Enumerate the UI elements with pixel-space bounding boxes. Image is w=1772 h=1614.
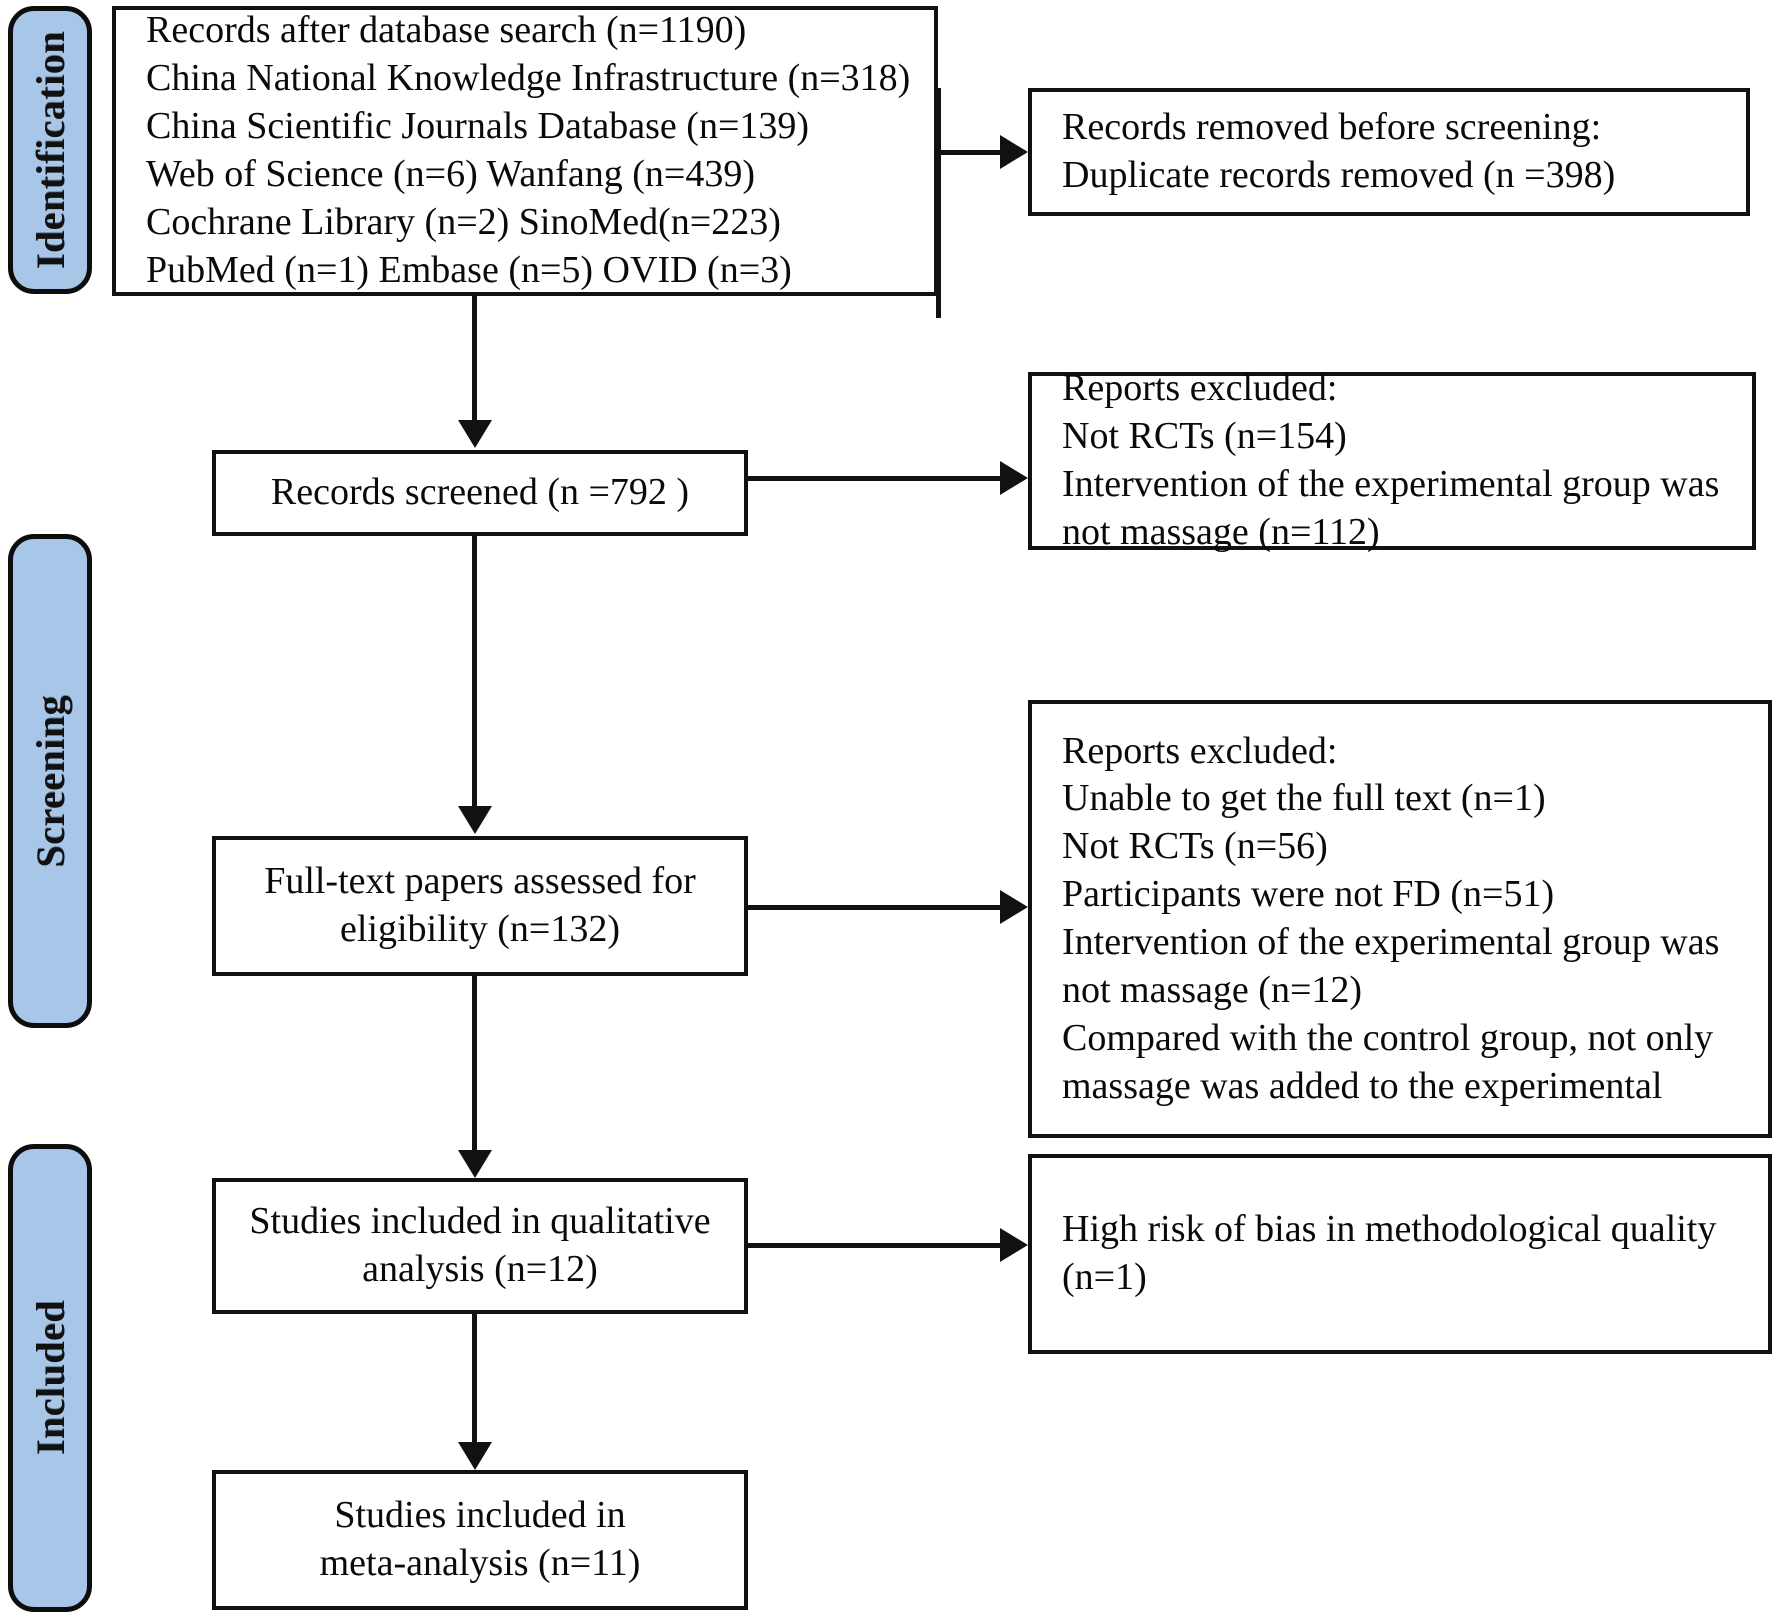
connector-identified-to-screened [472, 296, 477, 422]
connector-identified-to-removed-horizontal [936, 150, 1002, 155]
stage-included: Included [8, 1144, 92, 1612]
arrow-qualitative-to-highrisk [1000, 1228, 1028, 1262]
records-identified-line-4: Web of Science (n=6) Wanfang (n=439) [146, 153, 756, 195]
stage-screening: Screening [8, 534, 92, 1028]
fulltext-assessed-line-1: Full-text papers assessed for [264, 860, 696, 903]
connector-qualitative-to-meta [472, 1314, 477, 1446]
box-qualitative-included: Studies included in qualitative analysis… [212, 1178, 748, 1314]
arrow-screened-to-excluded [1000, 461, 1028, 495]
reports-excluded-eligibility-line-8: massage was added to the experimental [1062, 1064, 1663, 1107]
reports-excluded-eligibility-line-6: not massage (n=12) [1062, 968, 1363, 1011]
box-records-identified: Records after database search (n=1190) C… [112, 6, 938, 296]
box-records-screened: Records screened (n =792 ) [212, 450, 748, 536]
fulltext-assessed-line-2: eligibility (n=132) [339, 908, 620, 950]
box-reports-excluded-eligibility: Reports excluded: Unable to get the full… [1028, 700, 1772, 1138]
high-risk-excluded-line-1: High risk of bias in methodological qual… [1062, 1208, 1717, 1251]
reports-excluded-eligibility-line-5: Intervention of the experimental group w… [1062, 921, 1720, 963]
arrow-fulltext-to-qualitative [458, 1150, 492, 1178]
high-risk-excluded-line-2: (n=1) [1062, 1256, 1147, 1298]
arrow-screened-to-fulltext [458, 806, 492, 834]
box-fulltext-assessed: Full-text papers assessed for eligibilit… [212, 836, 748, 976]
connector-qualitative-to-highrisk [748, 1243, 1002, 1248]
reports-excluded-eligibility-line-7: Compared with the control group, not onl… [1062, 1016, 1714, 1059]
arrow-identified-to-screened [458, 420, 492, 448]
box-records-removed: Records removed before screening: Duplic… [1028, 88, 1750, 216]
arrow-identified-to-removed [1000, 135, 1028, 169]
qualitative-included-line-2: analysis (n=12) [362, 1248, 598, 1290]
reports-excluded-screening-line-1: Reports excluded: [1062, 367, 1338, 410]
stage-screening-label: Screening [27, 694, 73, 868]
stage-identification: Identification [8, 6, 92, 294]
connector-fulltext-to-qualitative [472, 976, 477, 1152]
reports-excluded-screening-line-2: Not RCTs (n=154) [1062, 415, 1347, 458]
records-identified-line-1: Records after database search (n=1190) [146, 9, 747, 52]
records-screened-line-1: Records screened (n =792 ) [270, 471, 690, 514]
connector-identified-to-removed-vertical [936, 88, 941, 318]
records-identified-line-6: PubMed (n=1) Embase (n=5) OVID (n=3) [146, 248, 792, 291]
stage-identification-label: Identification [27, 30, 73, 270]
records-removed-line-2: Duplicate records removed (n =398) [1062, 154, 1616, 196]
arrow-qualitative-to-meta [458, 1442, 492, 1470]
qualitative-included-line-1: Studies included in qualitative [249, 1200, 711, 1243]
stage-included-label: Included [27, 1300, 73, 1456]
box-high-risk-excluded: High risk of bias in methodological qual… [1028, 1154, 1772, 1354]
records-identified-line-2: China National Knowledge Infrastructure … [146, 57, 911, 100]
records-identified-line-5: Cochrane Library (n=2) SinoMed(n=223) [146, 200, 781, 243]
connector-screened-to-fulltext [472, 536, 477, 808]
arrow-fulltext-to-excluded [1000, 890, 1028, 924]
connector-fulltext-to-excluded [748, 905, 1002, 910]
box-meta-included: Studies included in meta-analysis (n=11) [212, 1470, 748, 1610]
reports-excluded-eligibility-line-3: Not RCTs (n=56) [1062, 825, 1328, 868]
reports-excluded-screening-line-3: Intervention of the experimental group w… [1062, 463, 1720, 505]
meta-included-line-2: meta-analysis (n=11) [319, 1542, 641, 1584]
records-removed-line-1: Records removed before screening: [1062, 106, 1602, 149]
reports-excluded-eligibility-line-4: Participants were not FD (n=51) [1062, 873, 1555, 916]
reports-excluded-eligibility-line-2: Unable to get the full text (n=1) [1062, 777, 1546, 820]
box-reports-excluded-screening: Reports excluded: Not RCTs (n=154) Inter… [1028, 367, 1756, 553]
reports-excluded-screening-line-4: not massage (n=112) [1062, 510, 1380, 553]
connector-screened-to-excluded [748, 476, 1002, 481]
meta-included-line-1: Studies included in [334, 1494, 626, 1537]
records-identified-line-3: China Scientific Journals Database (n=13… [146, 105, 810, 148]
reports-excluded-eligibility-line-1: Reports excluded: [1062, 729, 1338, 772]
